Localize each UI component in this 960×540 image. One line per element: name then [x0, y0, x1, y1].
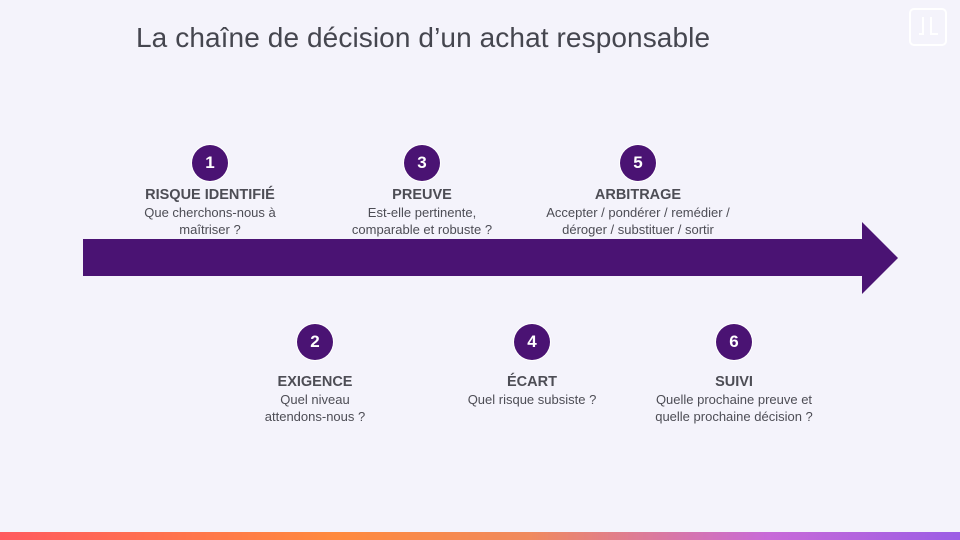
step-6: 6 SUIVI Quelle prochaine preuve et quell… — [604, 324, 864, 425]
step-number-badge: 5 — [620, 145, 656, 181]
step-5: 5 ARBITRAGE Accepter / pondérer / remédi… — [508, 145, 768, 238]
step-description: Quel risque subsiste ? — [467, 392, 597, 407]
step-number-badge: 1 — [192, 145, 228, 181]
step-4: 4 ÉCART Quel risque subsiste ? — [402, 324, 662, 408]
step-number-badge: 4 — [514, 324, 550, 360]
step-2: 2 EXIGENCE Quel niveau attendons-nous ? — [185, 324, 445, 425]
step-title: ÉCART — [507, 374, 557, 390]
step-description: Que cherchons-nous à maîtriser ? — [144, 205, 276, 237]
step-description: Est-elle pertinente, comparable et robus… — [351, 205, 493, 237]
step-1: 1 RISQUE IDENTIFIÉ Que cherchons-nous à … — [80, 145, 340, 238]
step-number-badge: 2 — [297, 324, 333, 360]
step-title: SUIVI — [715, 374, 753, 390]
step-description: Quel niveau attendons-nous ? — [264, 392, 366, 424]
step-number-badge: 3 — [404, 145, 440, 181]
step-title: ARBITRAGE — [594, 187, 682, 203]
step-title: EXIGENCE — [277, 374, 353, 390]
jl-logo-icon — [909, 8, 947, 46]
step-3: 3 PREUVE Est-elle pertinente, comparable… — [292, 145, 552, 238]
step-number-badge: 6 — [716, 324, 752, 360]
bottom-gradient-bar — [0, 532, 960, 540]
step-title: RISQUE IDENTIFIÉ — [145, 187, 275, 203]
step-title: PREUVE — [392, 187, 452, 203]
page-title: La chaîne de décision d’un achat respons… — [136, 22, 711, 53]
step-description: Quelle prochaine preuve et quelle procha… — [655, 392, 813, 424]
step-description: Accepter / pondérer / remédier / déroger… — [546, 205, 730, 237]
